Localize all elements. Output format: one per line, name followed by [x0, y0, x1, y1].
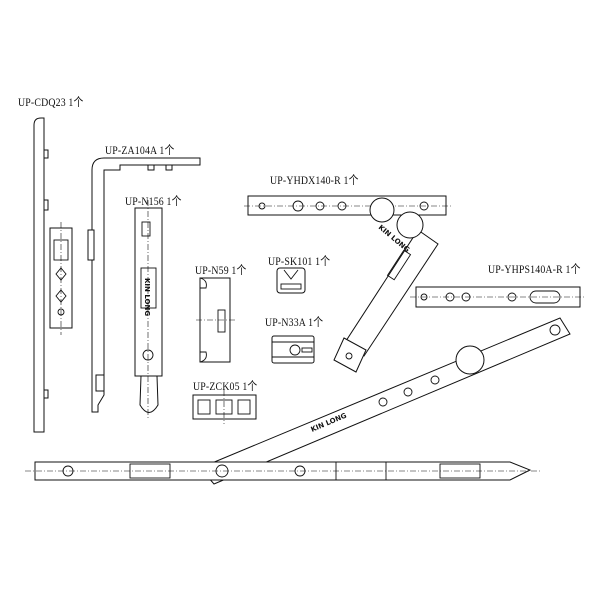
part-label-n59: UP-N59 1个: [195, 261, 247, 278]
part-code: UP-N59: [195, 263, 229, 277]
part-qty: 1个: [166, 194, 182, 208]
part-qty: 1个: [231, 263, 247, 277]
part-code: UP-ZCK05: [193, 379, 240, 393]
part-sk101-drawing: [276, 267, 306, 294]
part-code: UP-N156: [125, 194, 164, 208]
part-label-n156: UP-N156 1个: [125, 192, 182, 209]
svg-text:KIN LONG: KIN LONG: [143, 278, 151, 316]
part-code: UP-N33A: [265, 315, 306, 329]
part-label-yhps140ar: UP-YHPS140A-R 1个: [488, 260, 581, 277]
part-yhps140ar-drawing: KIN LONG: [199, 286, 585, 485]
part-label-cdq23: UP-CDQ23 1个: [18, 93, 84, 110]
part-code: UP-SK101: [268, 254, 313, 268]
part-label-n33a: UP-N33A 1个: [265, 313, 323, 330]
part-label-yhdx140r: UP-YHDX140-R 1个: [270, 171, 359, 188]
part-code: UP-YHDX140-R: [270, 173, 341, 187]
part-code: UP-CDQ23: [18, 95, 66, 109]
part-label-za104a: UP-ZA104A 1个: [105, 141, 174, 158]
part-qty: 1个: [343, 173, 359, 187]
part-cdq23-drawing: [33, 117, 73, 433]
part-n59-drawing: [196, 277, 236, 363]
part-qty: 1个: [565, 262, 581, 276]
part-yhdx140r-drawing: KIN LONG: [244, 195, 452, 373]
part-qty: 1个: [68, 95, 84, 109]
part-qty: 1个: [308, 315, 324, 329]
part-n156-drawing: KIN LONG: [134, 200, 163, 420]
part-qty: 1个: [159, 143, 175, 157]
part-qty: 1个: [315, 254, 331, 268]
part-za104a-drawing: [87, 157, 201, 413]
bottom-bar-drawing: [25, 461, 540, 481]
part-code: UP-ZA104A: [105, 143, 157, 157]
part-qty: 1个: [242, 379, 258, 393]
part-zck05-drawing: [192, 390, 257, 424]
part-code: UP-YHPS140A-R: [488, 262, 563, 276]
part-n33a-drawing: [271, 335, 315, 364]
part-label-zck05: UP-ZCK05 1个: [193, 377, 257, 394]
part-label-sk101: UP-SK101 1个: [268, 252, 330, 269]
